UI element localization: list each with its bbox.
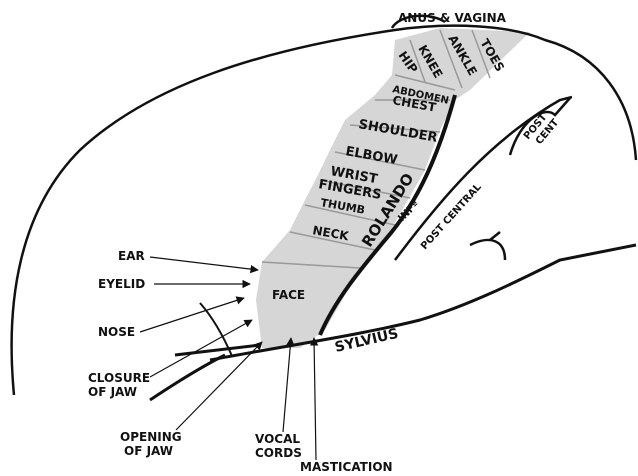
label-opening-jaw-2: OF JAW [124, 444, 173, 458]
label-nose: NOSE [98, 325, 135, 339]
inferior-fold [470, 232, 505, 260]
label-ear: EAR [118, 249, 145, 263]
arrow-mastication [314, 338, 316, 460]
label-vocal-2: CORDS [255, 446, 302, 460]
label-face: FACE [272, 288, 305, 302]
label-vocal-1: VOCAL [255, 432, 300, 446]
arrow-ear [150, 257, 258, 270]
label-anus-vagina: ANUS & VAGINA [398, 11, 507, 25]
label-closure-jaw-1: CLOSURE [88, 371, 150, 385]
label-opening-jaw-1: OPENING [120, 430, 182, 444]
label-mastication: MASTICATION [300, 460, 393, 474]
arrow-nose [140, 298, 244, 332]
label-eyelid: EYELID [98, 277, 145, 291]
label-closure-jaw-2: OF JAW [88, 385, 137, 399]
arrow-vocal-cords [283, 338, 291, 432]
